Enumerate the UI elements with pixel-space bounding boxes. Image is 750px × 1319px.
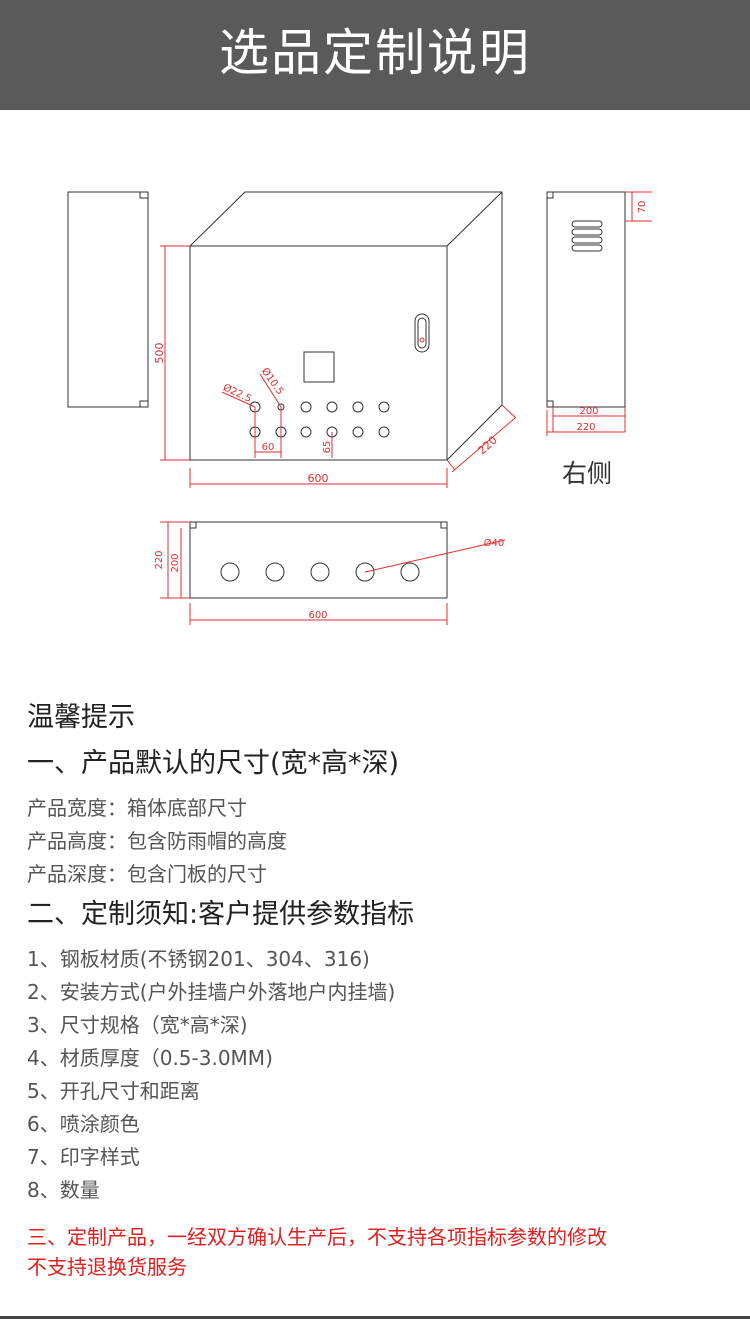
dim-spacing-65-label: 65	[322, 441, 333, 454]
dim-bottom-600-label: 600	[308, 610, 327, 621]
section1-list: 产品宽度：箱体底部尺寸 产品高度：包含防雨帽的高度 产品深度：包含门板的尺寸	[27, 792, 727, 891]
dim-side-200-label: 200	[579, 406, 598, 417]
dim-spacing-60-label: 60	[262, 442, 275, 453]
dim-bottom-220-label: 220	[154, 550, 165, 569]
dim-dia-10-5-label: Ø10.5	[259, 365, 286, 397]
section2-title: 二、定制须知:客户提供参数指标	[27, 899, 415, 930]
enclosure-drawing: 500 600 220 Ø22.5 Ø10.5 60 65 70 200 220…	[67, 191, 652, 625]
dim-height-label: 500	[153, 343, 166, 364]
list-item: 8、数量	[27, 1178, 100, 1202]
page-title: 选品定制说明	[219, 24, 531, 82]
right-side-view	[546, 191, 626, 408]
dim-bottom-dia-40-label: Ø40	[484, 537, 505, 549]
dim-dia-22-5-label: Ø22.5	[221, 381, 253, 405]
list-item: 1、钢板材质(不锈钢201、304、316)	[27, 947, 370, 971]
warning-line: 三、定制产品，一经双方确认生产后，不支持各项指标参数的修改	[27, 1225, 607, 1249]
dim-depth-label: 220	[476, 434, 500, 458]
dim-side-220-label: 220	[576, 422, 595, 433]
list-item: 2、安装方式(户外挂墙户外落地户内挂墙)	[27, 980, 396, 1004]
warning-notice: 三、定制产品，一经双方确认生产后，不支持各项指标参数的修改 不支持退换货服务	[27, 1222, 727, 1282]
list-item: 7、印字样式	[27, 1145, 140, 1169]
cable-holes-bottom-row	[249, 426, 390, 438]
door-handle	[414, 313, 430, 353]
left-side-view	[67, 191, 149, 408]
right-side-label: 右侧	[562, 459, 612, 488]
list-item: 6、喷涂颜色	[27, 1112, 140, 1136]
list-item: 5、开孔尺寸和距离	[27, 1079, 200, 1103]
front-view	[189, 191, 503, 461]
dim-bottom-200-label: 200	[170, 553, 181, 572]
dim-side-70-label: 70	[637, 201, 648, 214]
header-banner: 选品定制说明	[0, 0, 750, 110]
warning-line: 不支持退换货服务	[27, 1255, 187, 1279]
cable-holes-top-row	[249, 401, 390, 413]
list-item: 4、材质厚度（0.5-3.0MM)	[27, 1046, 273, 1070]
list-item: 产品深度：包含门板的尺寸	[27, 862, 267, 886]
dim-width-label: 600	[308, 472, 329, 485]
vent-louvers	[571, 220, 603, 252]
list-item: 3、尺寸规格（宽*高*深)	[27, 1013, 248, 1037]
bottom-divider	[0, 1316, 750, 1319]
section1-title: 一、产品默认的尺寸(宽*高*深)	[27, 748, 400, 779]
bottom-view	[189, 521, 448, 599]
list-item: 产品高度：包含防雨帽的高度	[27, 829, 287, 853]
display-window	[303, 351, 335, 383]
section2-list: 1、钢板材质(不锈钢201、304、316) 2、安装方式(户外挂墙户外落地户内…	[27, 943, 727, 1207]
list-item: 产品宽度：箱体底部尺寸	[27, 796, 247, 820]
dimension-lines	[160, 191, 652, 625]
tips-section: 温馨提示 一、产品默认的尺寸(宽*高*深) 产品宽度：箱体底部尺寸 产品高度：包…	[27, 700, 727, 1207]
tips-heading: 温馨提示	[27, 702, 135, 733]
